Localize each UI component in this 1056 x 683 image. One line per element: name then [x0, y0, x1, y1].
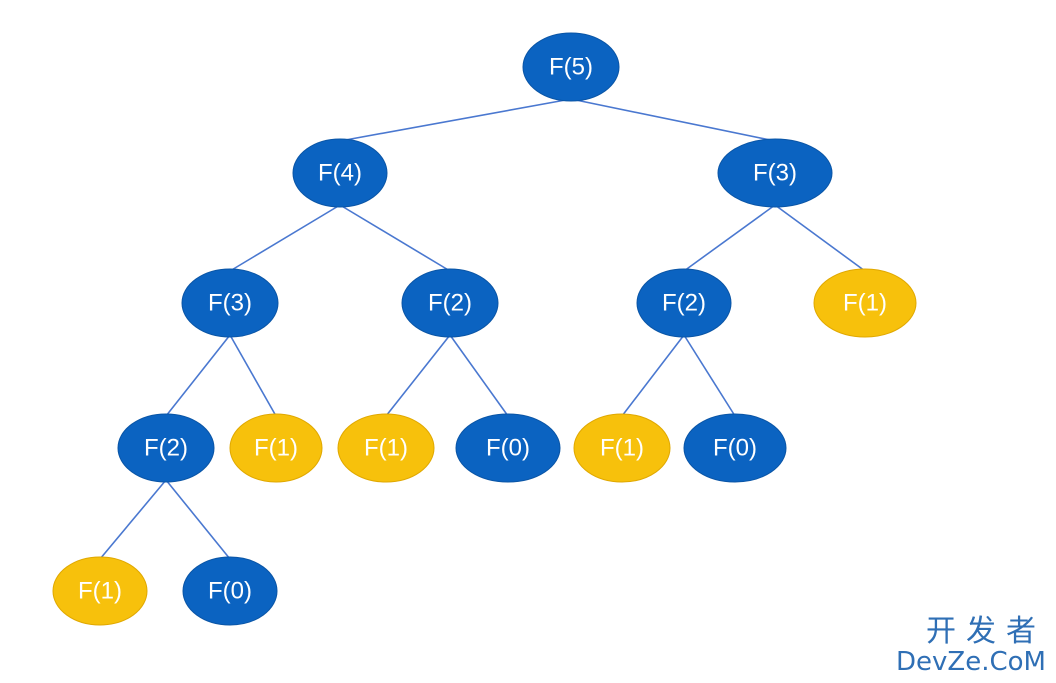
edge-n7-n14	[165, 479, 231, 560]
node-label: F(3)	[208, 290, 252, 317]
node-ellipse	[229, 413, 323, 483]
nodes-layer: F(5) F(4) F(3) F(3) F(2) F(2) F(1) F(2) F(1) F(1)…	[52, 32, 917, 626]
edge-n7-n13	[99, 479, 167, 560]
tree-node-n1: F(4)	[292, 138, 388, 208]
tree-node-n3: F(3)	[181, 268, 279, 338]
node-label: F(1)	[364, 435, 408, 462]
tree-node-n11: F(1)	[573, 413, 671, 483]
node-ellipse	[683, 413, 787, 483]
node-label: F(0)	[208, 578, 252, 605]
edge-n4-n10	[449, 334, 509, 417]
tree-node-n13: F(1)	[52, 556, 148, 626]
edge-n2-n5	[683, 204, 776, 272]
node-ellipse	[455, 413, 561, 483]
tree-node-n2: F(3)	[717, 138, 833, 208]
node-ellipse	[337, 413, 435, 483]
edge-n1-n4	[339, 204, 451, 272]
edge-n5-n12	[683, 334, 736, 417]
edge-n0-n1	[339, 98, 572, 142]
node-ellipse	[522, 32, 620, 102]
node-label: F(3)	[753, 160, 797, 187]
node-label: F(1)	[843, 290, 887, 317]
tree-node-n9: F(1)	[337, 413, 435, 483]
tree-node-n4: F(2)	[401, 268, 499, 338]
node-label: F(2)	[428, 290, 472, 317]
node-label: F(2)	[144, 435, 188, 462]
node-ellipse	[181, 268, 279, 338]
watermark: 开发者 DevZe.CoM	[896, 614, 1046, 677]
tree-node-n8: F(1)	[229, 413, 323, 483]
node-label: F(1)	[254, 435, 298, 462]
tree-node-n5: F(2)	[636, 268, 732, 338]
node-ellipse	[813, 268, 917, 338]
tree-node-n7: F(2)	[117, 413, 215, 483]
edge-n3-n7	[165, 334, 231, 417]
node-ellipse	[182, 556, 278, 626]
edge-n5-n11	[621, 334, 685, 417]
tree-node-n6: F(1)	[813, 268, 917, 338]
node-ellipse	[52, 556, 148, 626]
edges-layer	[99, 98, 866, 560]
edge-n3-n8	[229, 334, 277, 417]
node-ellipse	[117, 413, 215, 483]
node-ellipse	[636, 268, 732, 338]
tree-node-n12: F(0)	[683, 413, 787, 483]
edge-n0-n2	[570, 98, 776, 142]
node-label: F(0)	[713, 435, 757, 462]
edge-n4-n9	[385, 334, 451, 417]
node-label: F(0)	[486, 435, 530, 462]
edge-n1-n3	[229, 204, 341, 272]
node-label: F(1)	[600, 435, 644, 462]
watermark-line1: 开发者	[926, 614, 1046, 649]
node-ellipse	[401, 268, 499, 338]
tree-node-n14: F(0)	[182, 556, 278, 626]
tree-node-n10: F(0)	[455, 413, 561, 483]
node-ellipse	[292, 138, 388, 208]
edge-n2-n6	[774, 204, 866, 272]
watermark-line2: DevZe.CoM	[896, 647, 1046, 677]
node-label: F(5)	[549, 54, 593, 81]
node-label: F(4)	[318, 160, 362, 187]
node-ellipse	[717, 138, 833, 208]
node-label: F(1)	[78, 578, 122, 605]
tree-node-n0: F(5)	[522, 32, 620, 102]
node-ellipse	[573, 413, 671, 483]
node-label: F(2)	[662, 290, 706, 317]
